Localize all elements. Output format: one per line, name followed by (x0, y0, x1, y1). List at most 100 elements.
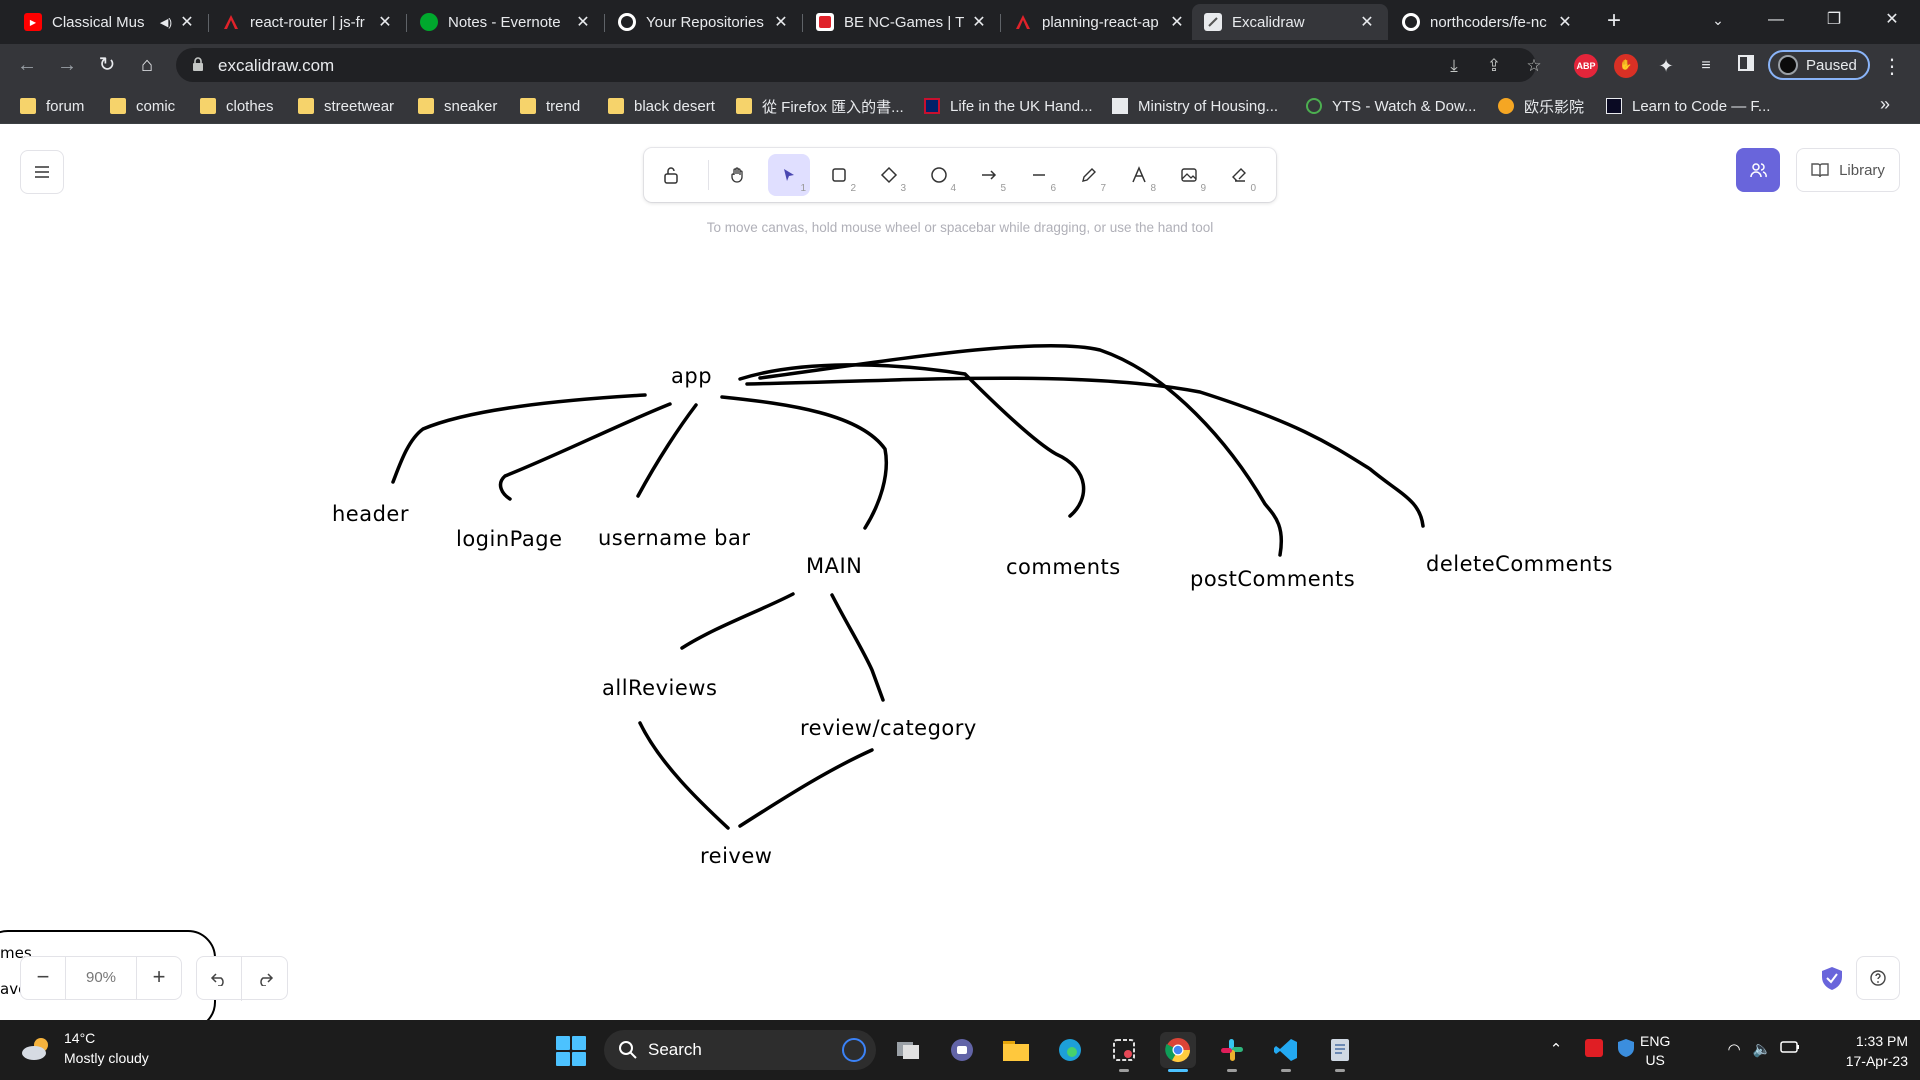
node-username-bar[interactable]: username bar (598, 526, 751, 550)
undo-button[interactable] (197, 957, 242, 1001)
task-view-button[interactable] (890, 1032, 926, 1068)
back-button[interactable]: ← (17, 54, 37, 76)
bookmark-black-desert[interactable]: black desert (608, 95, 715, 117)
bookmark-star-icon[interactable]: ☆ (1526, 56, 1542, 75)
zoom-out-button[interactable]: − (36, 964, 50, 989)
image-tool-button[interactable]: 9 (1168, 154, 1210, 196)
tab-react-router[interactable]: react-router | js-fr ✕ (210, 4, 406, 40)
tab-evernote[interactable]: Notes - Evernote ✕ (408, 4, 604, 40)
snipping-tool-app[interactable] (1106, 1032, 1142, 1072)
taskbar-search[interactable]: Search (604, 1030, 876, 1070)
volume-icon[interactable]: 🔈 (1752, 1041, 1772, 1058)
node-reivew[interactable]: reivew (700, 844, 772, 868)
node-deletecomments[interactable]: deleteComments (1426, 552, 1613, 576)
share-icon[interactable]: ⇪ (1486, 56, 1502, 75)
hand-tool-button[interactable] (717, 154, 759, 196)
rectangle-tool-button[interactable]: 2 (818, 154, 860, 196)
edge-app[interactable] (1052, 1032, 1088, 1068)
slack-app[interactable] (1214, 1032, 1250, 1072)
node-main[interactable]: MAIN (806, 554, 862, 578)
close-tab-icon[interactable]: ✕ (1170, 14, 1184, 31)
bookmark-streetwear[interactable]: streetwear (298, 95, 394, 117)
forward-button[interactable]: → (57, 54, 77, 76)
teams-chat-app[interactable] (944, 1032, 980, 1068)
diamond-tool-button[interactable]: 3 (868, 154, 910, 196)
library-button[interactable]: Library (1796, 148, 1900, 192)
encryption-shield-icon[interactable] (1818, 964, 1846, 992)
install-app-icon[interactable]: ⤓ (1450, 56, 1458, 75)
bookmark-ministry-housing[interactable]: Ministry of Housing... (1112, 95, 1278, 117)
defender-icon[interactable] (1614, 1038, 1638, 1062)
tab-be-nc-games[interactable]: BE NC-Games | Tr ✕ (804, 4, 1000, 40)
selection-tool-button[interactable]: 1 (768, 154, 810, 196)
zoom-in-button[interactable]: + (152, 964, 166, 989)
minimize-window-button[interactable]: — (1768, 11, 1784, 28)
bookmark-firefox-import[interactable]: 從 Firefox 匯入的書... (736, 95, 904, 117)
bookmark-yts[interactable]: YTS - Watch & Dow... (1306, 95, 1476, 117)
node-review-category[interactable]: review/category (800, 716, 977, 740)
battery-icon[interactable] (1778, 1038, 1802, 1062)
node-header[interactable]: header (332, 502, 409, 526)
draw-tool-button[interactable]: 7 (1068, 154, 1110, 196)
zoom-reset-button[interactable]: 90% (65, 956, 137, 1000)
extensions-puzzle-icon[interactable]: ✦ (1658, 56, 1674, 76)
tab-planning-react-app[interactable]: planning-react-ap ✕ (1002, 4, 1198, 40)
bookmark-life-in-uk[interactable]: Life in the UK Hand... (924, 95, 1093, 117)
tab-search-icon[interactable]: ⌄ (1712, 12, 1724, 28)
redo-button[interactable] (242, 957, 287, 1001)
acrobat-icon[interactable] (1582, 1038, 1606, 1062)
audio-playing-icon[interactable]: ◀) (159, 16, 172, 29)
side-panel-icon[interactable] (1734, 54, 1758, 78)
node-app[interactable]: app (671, 364, 712, 388)
node-loginpage[interactable]: loginPage (456, 527, 563, 551)
vscode-app[interactable] (1268, 1032, 1304, 1072)
close-tab-icon[interactable]: ✕ (774, 14, 788, 31)
bing-icon[interactable] (842, 1038, 866, 1062)
more-bookmarks-icon[interactable]: » (1880, 94, 1891, 114)
tab-classical-music[interactable]: ▶ Classical Mus ◀) ✕ (12, 4, 208, 40)
bookmark-sneaker[interactable]: sneaker (418, 95, 497, 117)
show-hidden-icons-icon[interactable]: ⌃ (1549, 1041, 1563, 1058)
chrome-app[interactable] (1160, 1032, 1196, 1072)
reload-button[interactable]: ↻ (98, 54, 116, 76)
bookmark-trend[interactable]: trend (520, 95, 580, 117)
text-tool-button[interactable]: 8 (1118, 154, 1160, 196)
bookmark-comic[interactable]: comic (110, 95, 175, 117)
adblock-plus-icon[interactable]: ABP (1574, 54, 1598, 78)
node-postcomments[interactable]: postComments (1190, 567, 1355, 591)
new-tab-button[interactable]: + (1606, 7, 1621, 34)
bookmark-olevod[interactable]: 欧乐影院 (1498, 95, 1584, 117)
home-button[interactable]: ⌂ (140, 54, 154, 76)
bookmark-forum[interactable]: forum (20, 95, 84, 117)
url-text[interactable]: excalidraw.com (218, 56, 335, 75)
tab-northcoders-fe-nc[interactable]: northcoders/fe-nc ✕ (1390, 4, 1586, 40)
main-menu-button[interactable] (20, 150, 64, 194)
tab-excalidraw[interactable]: Excalidraw ✕ (1192, 4, 1388, 40)
chrome-menu-icon[interactable]: ⋮ (1882, 56, 1902, 78)
close-tab-icon[interactable]: ✕ (972, 14, 986, 31)
bookmark-freecodecamp[interactable]: Learn to Code — F... (1606, 95, 1770, 117)
file-explorer-app[interactable] (998, 1032, 1034, 1068)
close-tab-icon[interactable]: ✕ (180, 14, 194, 31)
close-tab-icon[interactable]: ✕ (378, 14, 392, 31)
excalidraw-canvas[interactable]: app header loginPage username bar MAIN c… (0, 124, 1920, 1030)
lock-tool-button[interactable] (650, 154, 692, 196)
node-comments[interactable]: comments (1006, 555, 1121, 579)
close-tab-icon[interactable]: ✕ (1558, 14, 1572, 31)
close-window-button[interactable]: ✕ (1885, 11, 1899, 28)
help-button[interactable] (1856, 956, 1900, 1000)
node-allreviews[interactable]: allReviews (602, 676, 717, 700)
wifi-icon[interactable]: ◠ (1727, 1041, 1741, 1058)
close-tab-icon[interactable]: ✕ (576, 14, 590, 31)
live-collaboration-button[interactable] (1736, 148, 1780, 192)
restore-window-button[interactable]: ❐ (1826, 11, 1842, 28)
notepad-app[interactable] (1322, 1032, 1358, 1072)
media-control-icon[interactable]: ≡ (1701, 57, 1711, 74)
ellipse-tool-button[interactable]: 4 (918, 154, 960, 196)
profile-button[interactable]: Paused (1768, 50, 1870, 80)
arrow-tool-button[interactable]: 5 (968, 154, 1010, 196)
line-tool-button[interactable]: 6 (1018, 154, 1060, 196)
tab-github-repositories[interactable]: Your Repositories ✕ (606, 4, 802, 40)
